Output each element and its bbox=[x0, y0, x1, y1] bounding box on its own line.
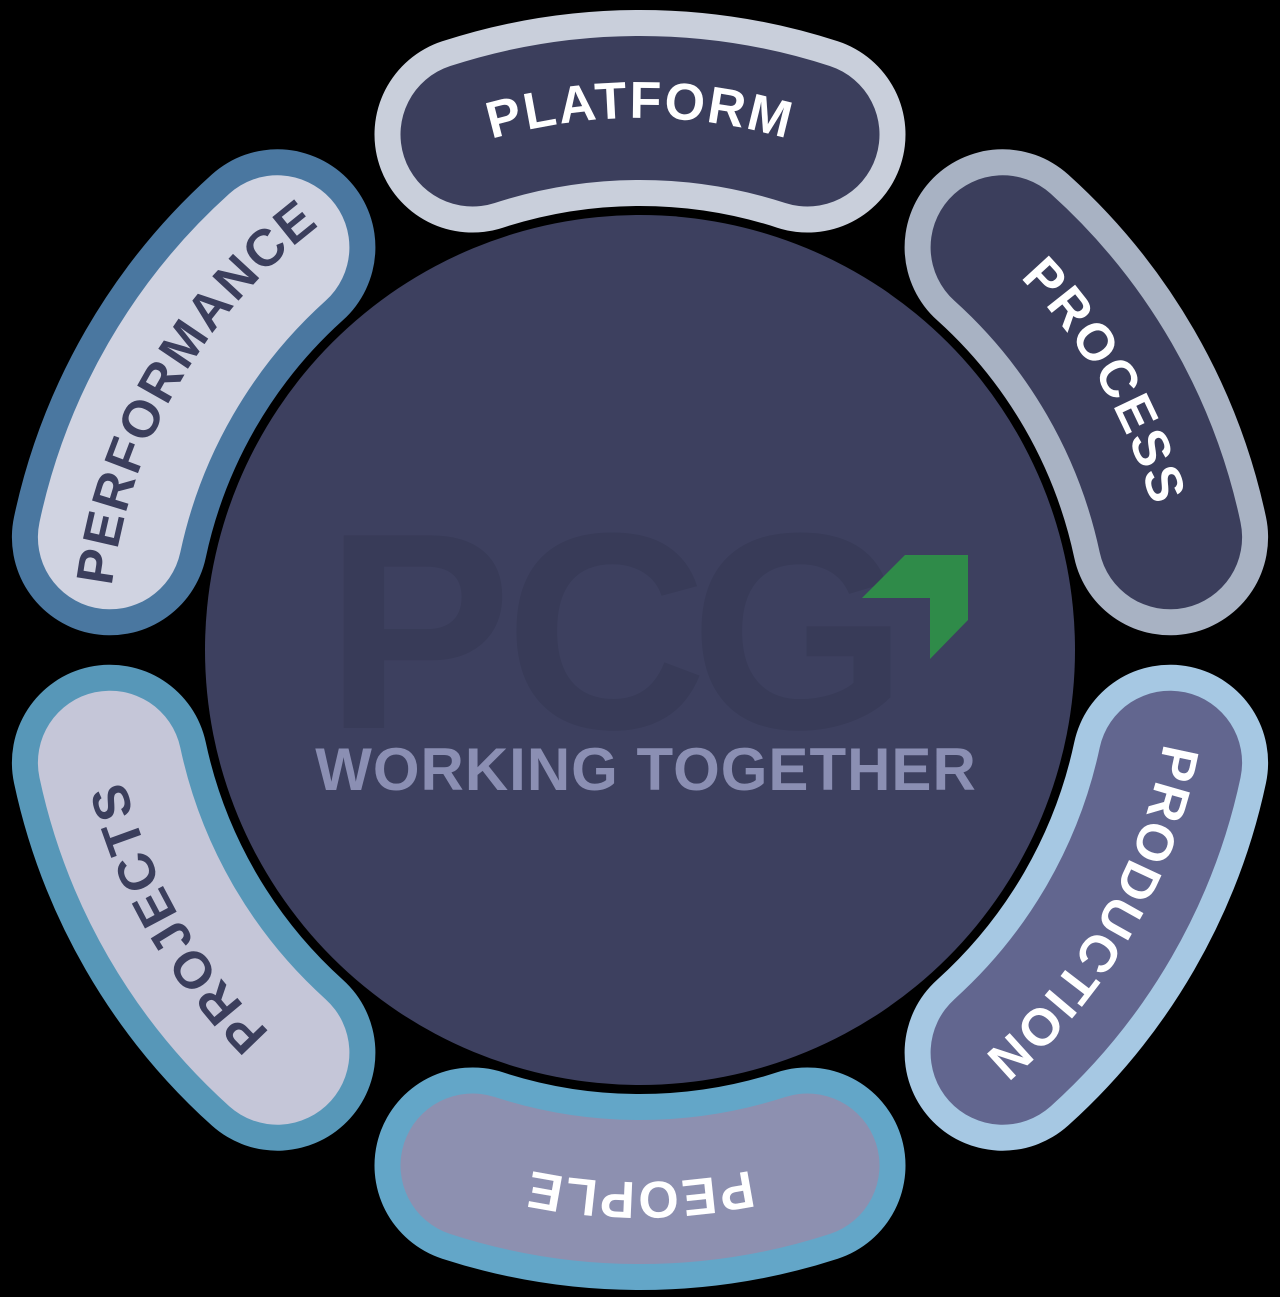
brand-letter-g: G bbox=[690, 476, 908, 788]
segment-people: PEOPLE bbox=[374, 1067, 906, 1291]
segment-people-pill bbox=[400, 1093, 880, 1265]
segment-platform: PLATFORM bbox=[374, 9, 906, 233]
segment-platform-pill bbox=[400, 35, 880, 207]
segment-production-pill bbox=[930, 690, 1243, 1125]
segment-performance-pill bbox=[37, 175, 350, 610]
center-circle bbox=[205, 215, 1075, 1085]
segment-process-pill bbox=[930, 175, 1243, 610]
segment-projects-pill bbox=[37, 690, 350, 1125]
brand-letter-p: P bbox=[325, 476, 512, 788]
center-logo-circle: P C G WORKING TOGETHER bbox=[205, 215, 1075, 1085]
tagline-text: WORKING TOGETHER bbox=[315, 736, 977, 803]
segment-process: PROCESS bbox=[904, 149, 1269, 636]
brand-letter-c: C bbox=[505, 476, 707, 788]
brand-arrow-icon bbox=[862, 555, 968, 659]
